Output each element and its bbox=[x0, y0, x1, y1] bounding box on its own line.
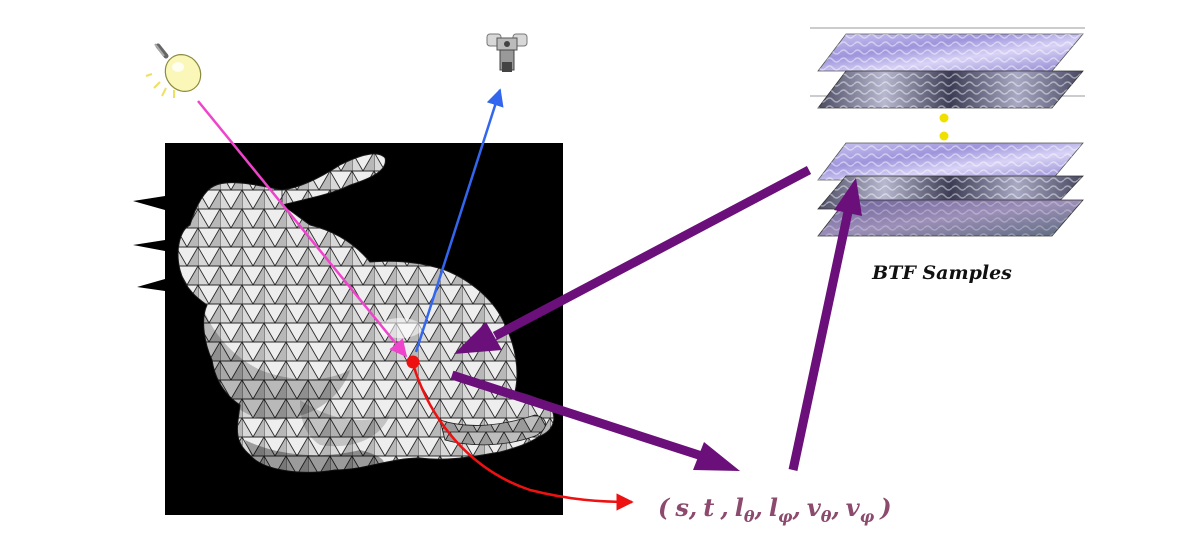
btf-sample-stack bbox=[810, 27, 1085, 237]
btf-layer-1 bbox=[817, 33, 1084, 72]
surface-point bbox=[406, 355, 420, 369]
btf-layer-5 bbox=[817, 199, 1084, 237]
mapping-curve bbox=[411, 363, 634, 511]
btf-samples-label: BTF Samples bbox=[871, 262, 1012, 284]
edge-slivers bbox=[133, 196, 165, 291]
btf-layer-3 bbox=[817, 142, 1084, 181]
view-ray bbox=[414, 88, 504, 353]
ellipsis-dot bbox=[939, 131, 949, 141]
lookup-arrows bbox=[450, 166, 862, 471]
btf-to-surface-arrow bbox=[454, 166, 812, 354]
surface-to-params-arrow bbox=[450, 370, 740, 471]
incident-light-ray bbox=[197, 100, 408, 358]
btf-layer-2 bbox=[817, 70, 1084, 109]
ellipsis-dot bbox=[939, 113, 949, 123]
camera-icon bbox=[486, 33, 528, 72]
bunny-mesh bbox=[177, 153, 555, 476]
light-bulb-icon bbox=[145, 43, 202, 98]
btf-parameter-tuple: (s,t,lθ,lφ,vθ,vφ) bbox=[658, 493, 892, 526]
params-to-btf-arrow bbox=[788, 178, 862, 471]
